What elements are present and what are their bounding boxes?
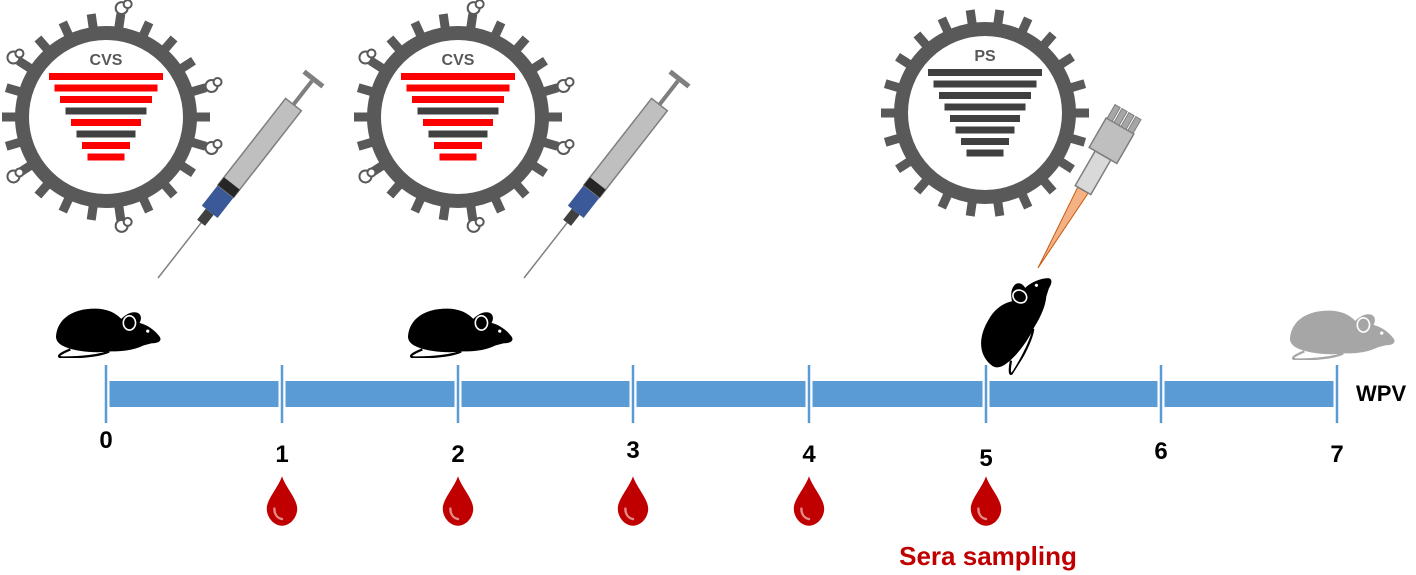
- virus-genome-bar: [950, 115, 1020, 122]
- sera-sampling-label: Sera sampling: [899, 541, 1077, 571]
- virus-genome-bar: [76, 130, 136, 138]
- virus-label: CVS: [442, 52, 475, 69]
- virus-genome-bar: [54, 84, 158, 92]
- mouse-upright-icon: [967, 261, 1067, 379]
- virus-genome-bar: [49, 73, 163, 80]
- virus-genome-bar: [406, 84, 510, 92]
- virus-genome-bar: [401, 73, 515, 80]
- virus-genome-bar: [60, 96, 152, 103]
- timeline-tick-label: 4: [802, 441, 816, 468]
- syringe-liquid: [201, 185, 234, 218]
- virus-genome-bar: [82, 142, 130, 149]
- pipette-channel: [1113, 107, 1128, 127]
- virus-genome-bar: [423, 119, 493, 126]
- virus-genome-bar: [955, 126, 1015, 134]
- blood-drop-icon: [969, 476, 1003, 526]
- virus-genome-bar: [434, 142, 482, 149]
- syringe-plunger-seal: [583, 177, 606, 198]
- virus-glycoprotein: [212, 77, 223, 88]
- blood-drop-icon: [441, 476, 475, 526]
- pipette-channel: [1127, 115, 1142, 135]
- timeline-tick-label: 7: [1330, 441, 1343, 468]
- blood-drop-icon: [792, 476, 826, 526]
- virus-genome-bar: [412, 96, 504, 103]
- virus-genome-bar: [944, 103, 1026, 111]
- syringe-plunger-seal: [217, 177, 240, 198]
- syringe-icon: [157, 69, 325, 279]
- virus-glycoprotein: [474, 216, 485, 227]
- virus-icon: CVS: [2, 0, 223, 233]
- pipette-channel: [1120, 111, 1135, 131]
- virus-glycoprotein: [366, 48, 377, 59]
- syringe-hub: [197, 208, 214, 226]
- timeline-tick-label: 2: [451, 441, 464, 468]
- virus-glycoprotein: [212, 138, 223, 149]
- virus-glycoprotein: [564, 77, 575, 88]
- mouse-icon: [54, 307, 162, 358]
- syringe-plunger-head: [668, 69, 691, 89]
- virus-genome-bar: [966, 149, 1004, 157]
- virus-genome-bar: [961, 138, 1009, 145]
- blood-drop-icon: [265, 476, 299, 526]
- virus-genome-bar: [428, 130, 488, 138]
- virus-glycoprotein: [122, 216, 133, 227]
- virus-genome-bar: [939, 92, 1031, 99]
- pipette-icon: [1037, 103, 1142, 269]
- syringe-needle: [157, 222, 202, 279]
- syringe-plunger-head: [302, 69, 325, 89]
- virus-genome-bar: [439, 153, 477, 161]
- virus-genome-bar: [417, 107, 499, 115]
- virus-glycoprotein: [14, 48, 25, 59]
- virus-glycoprotein: [564, 138, 575, 149]
- virus-icon: PS: [881, 9, 1089, 217]
- virus-label: CVS: [90, 52, 123, 69]
- blood-drop-icon: [616, 476, 650, 526]
- pipette-tip: [1037, 186, 1089, 269]
- syringe-plunger-rod: [657, 79, 680, 106]
- virus-genome-bar: [928, 69, 1042, 76]
- timeline-tick-label: 0: [99, 427, 112, 454]
- pipette-body: [1088, 116, 1135, 165]
- timeline-tick-label: 1: [275, 441, 288, 468]
- mouse-icon: [1288, 309, 1396, 360]
- mouse-icon: [406, 307, 514, 358]
- syringe-needle: [523, 222, 568, 279]
- virus-glycoprotein: [122, 0, 133, 10]
- timeline-unit-label: WPV: [1356, 381, 1406, 406]
- virus-genome-bar: [71, 119, 141, 126]
- timeline-bar: [106, 381, 1337, 407]
- virus-genome-bar: [87, 153, 125, 161]
- virus-glycoprotein: [14, 167, 25, 178]
- virus-genome-bar: [65, 107, 147, 115]
- virus-genome-bar: [933, 80, 1037, 88]
- timeline-tick-label: 3: [626, 437, 639, 464]
- syringe-plunger-rod: [291, 79, 314, 106]
- virus-glycoprotein: [366, 167, 377, 178]
- timeline-tick-label: 6: [1154, 438, 1167, 465]
- syringe-icon: [523, 69, 691, 279]
- syringe-hub: [563, 208, 580, 226]
- virus-icon: CVS: [354, 0, 575, 233]
- pipette-channel: [1106, 103, 1121, 123]
- virus-glycoprotein: [474, 0, 485, 10]
- syringe-liquid: [567, 185, 600, 218]
- virus-label: PS: [974, 48, 996, 65]
- timeline-tick-label: 5: [979, 445, 992, 472]
